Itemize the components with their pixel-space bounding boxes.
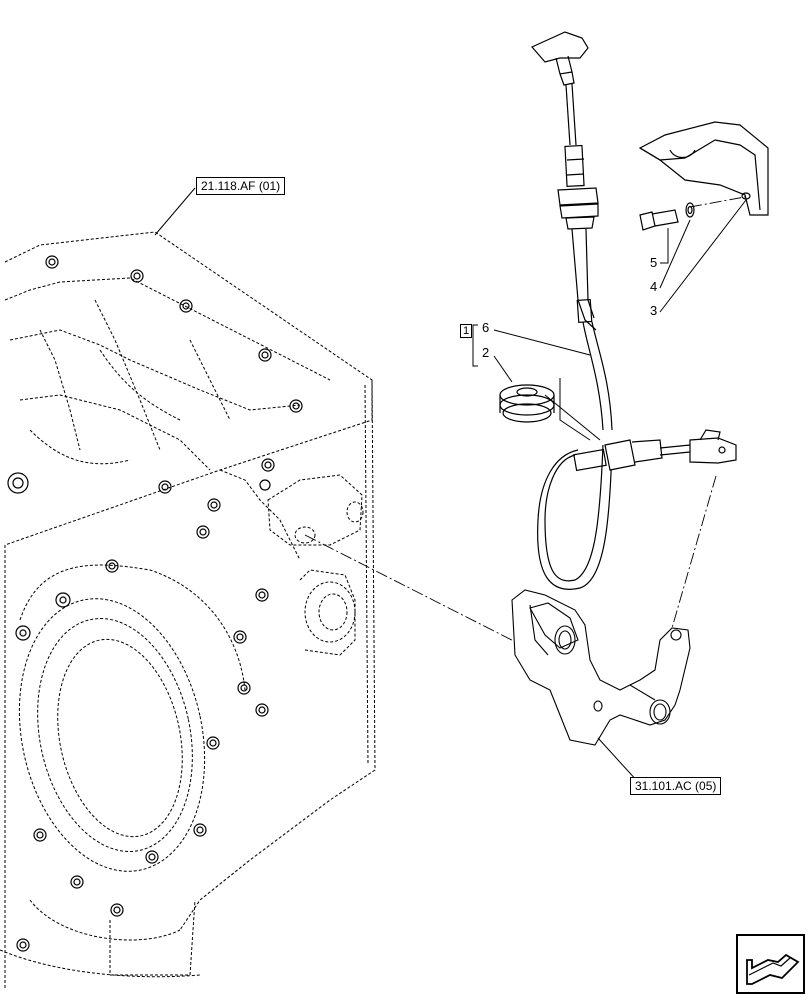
kit-number-box: 1 [460, 324, 472, 338]
bolt-and-washer [639, 202, 695, 231]
next-page-arrow-icon[interactable] [736, 934, 805, 994]
callout-3: 3 [650, 303, 658, 318]
callout-5: 5 [650, 255, 658, 270]
ref-label-31-101-ac[interactable]: 31.101.AC (05) [630, 777, 722, 795]
cable-assembly [531, 31, 737, 590]
grommet [499, 384, 555, 423]
leader-21118 [154, 187, 196, 236]
alignment-lines [304, 195, 751, 663]
callout-leaders [472, 199, 747, 383]
leader-31101 [597, 737, 639, 783]
callout-6: 6 [482, 320, 490, 335]
lever-assembly [511, 589, 691, 746]
mounting-bracket [638, 121, 769, 216]
transmission-housing [0, 231, 376, 990]
ref-label-21-118-af[interactable]: 21.118.AF (01) [196, 177, 286, 195]
housing-bolt-holes [7, 255, 303, 952]
callout-4: 4 [650, 279, 658, 294]
callout-2: 2 [482, 345, 490, 360]
section-lines [544, 378, 601, 441]
